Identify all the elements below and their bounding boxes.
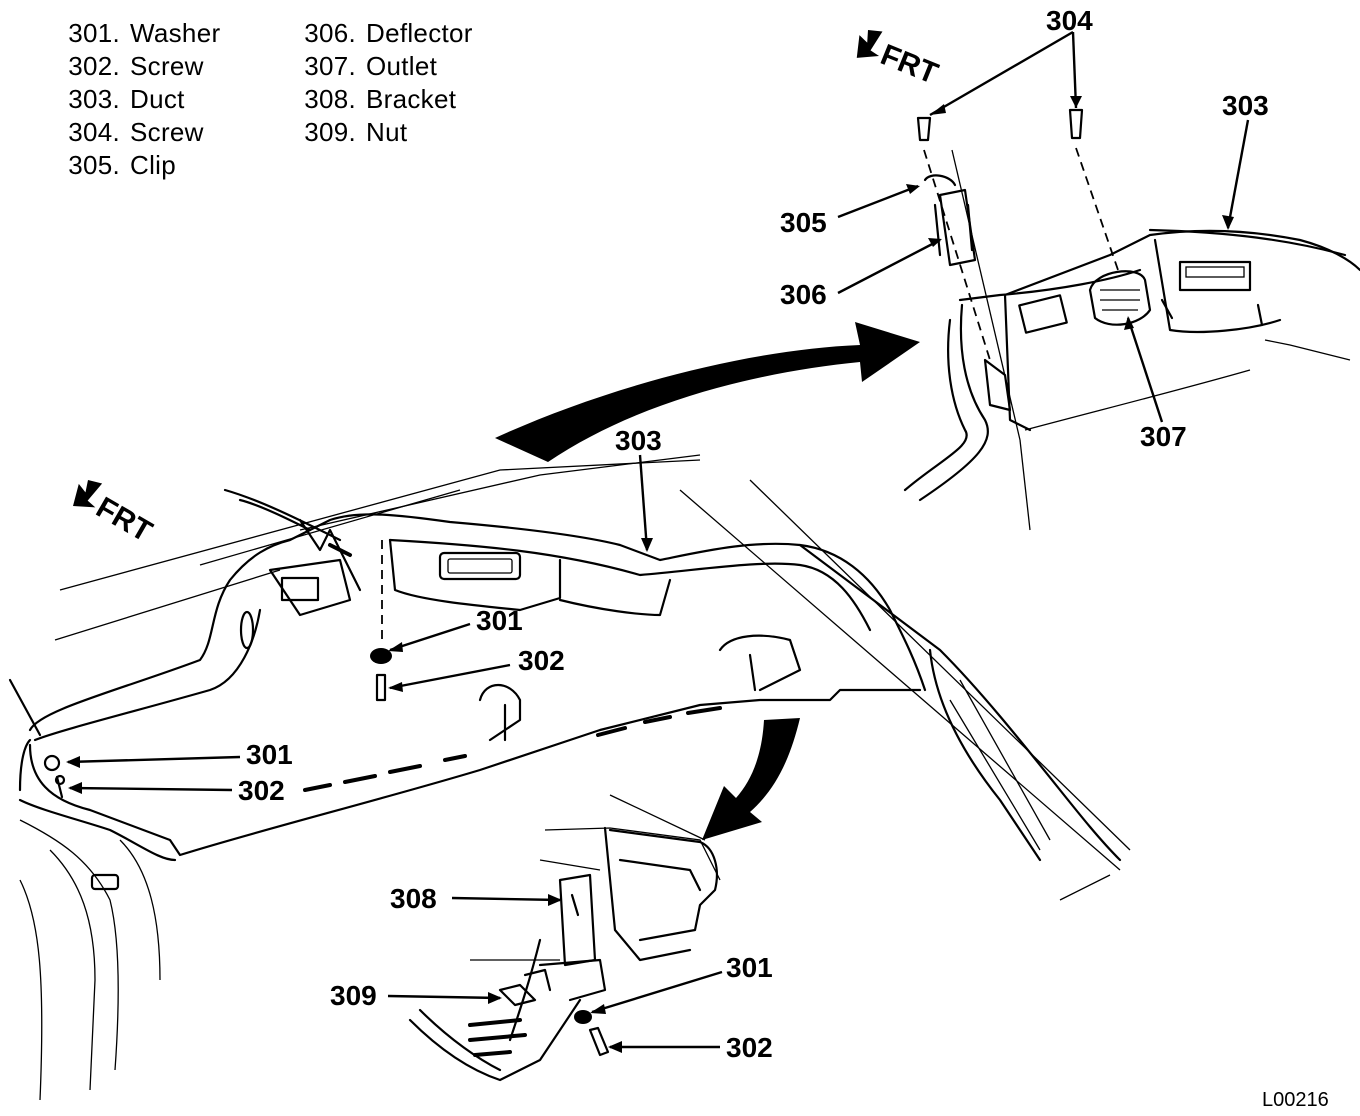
callout-301: 301 bbox=[476, 605, 523, 636]
legend-part-name: Screw bbox=[130, 51, 204, 81]
legend-part-name: Nut bbox=[366, 117, 408, 147]
callout-303: 303 bbox=[1222, 90, 1269, 121]
callout-304: 304 bbox=[1046, 5, 1093, 36]
legend-row: 305. Clip bbox=[54, 149, 220, 182]
callout-308: 308 bbox=[390, 883, 437, 914]
legend-part-name: Washer bbox=[130, 18, 221, 48]
figure-code: L00216 bbox=[1262, 1089, 1329, 1111]
callout-307: 307 bbox=[1140, 421, 1187, 452]
curved-arrow-to-inset bbox=[495, 322, 920, 462]
legend-row: 309. Nut bbox=[290, 116, 473, 149]
legend-part-name: Deflector bbox=[366, 18, 473, 48]
legend-number: 308. bbox=[304, 84, 356, 114]
parts-legend-right: 306. Deflector 307. Outlet 308. Bracket 309… bbox=[290, 17, 473, 149]
frt-label: FRT bbox=[91, 491, 158, 549]
legend-number: 304. bbox=[68, 117, 120, 147]
front-direction-arrow-icon bbox=[73, 480, 103, 508]
frt-label: FRT bbox=[876, 38, 942, 90]
legend-part-name: Bracket bbox=[366, 84, 457, 114]
callout-numbers: 304 303 305 306 307 303 301 302 301 302 … bbox=[238, 5, 1269, 1063]
bracket-detail-view bbox=[408, 794, 721, 1082]
callout-302: 302 bbox=[518, 645, 565, 676]
legend-row: 307. Outlet bbox=[290, 50, 473, 83]
frt-marker-left: FRT bbox=[73, 480, 158, 549]
legend-part-name: Outlet bbox=[366, 51, 438, 81]
legend-number: 305. bbox=[68, 150, 120, 180]
callout-303: 303 bbox=[615, 425, 662, 456]
legend-part-name: Screw bbox=[130, 117, 204, 147]
legend-number: 303. bbox=[68, 84, 120, 114]
curved-arrow-to-bracket-detail bbox=[702, 718, 800, 840]
inset-detail-view bbox=[903, 108, 1360, 531]
legend-part-name: Clip bbox=[130, 150, 176, 180]
legend-row: 304. Screw bbox=[54, 116, 220, 149]
callout-leaders bbox=[66, 30, 1250, 1053]
parts-legend-left: 301.Washer 302.Screw 303.Duct 304.Screw … bbox=[54, 17, 220, 182]
legend-row: 306. Deflector bbox=[290, 17, 473, 50]
legend-row: 302. Screw bbox=[54, 50, 220, 83]
legend-number: 301. bbox=[68, 18, 120, 48]
legend-row: 303. Duct bbox=[54, 83, 220, 116]
legend-row: 301. Washer bbox=[54, 17, 220, 50]
legend-number: 306. bbox=[304, 18, 356, 48]
frt-marker-top: FRT bbox=[856, 30, 942, 91]
front-direction-arrow-icon bbox=[856, 30, 883, 58]
callout-306: 306 bbox=[780, 279, 827, 310]
callout-305: 305 bbox=[780, 207, 827, 238]
callout-301: 301 bbox=[246, 739, 293, 770]
legend-part-name: Duct bbox=[130, 84, 185, 114]
callout-302: 302 bbox=[238, 775, 285, 806]
main-duct-view bbox=[8, 454, 1131, 1101]
callout-302: 302 bbox=[726, 1032, 773, 1063]
legend-number: 307. bbox=[304, 51, 356, 81]
callout-301: 301 bbox=[726, 952, 773, 983]
legend-row: 308. Bracket bbox=[290, 83, 473, 116]
legend-number: 309. bbox=[304, 117, 356, 147]
legend-number: 302. bbox=[68, 51, 120, 81]
callout-309: 309 bbox=[330, 980, 377, 1011]
